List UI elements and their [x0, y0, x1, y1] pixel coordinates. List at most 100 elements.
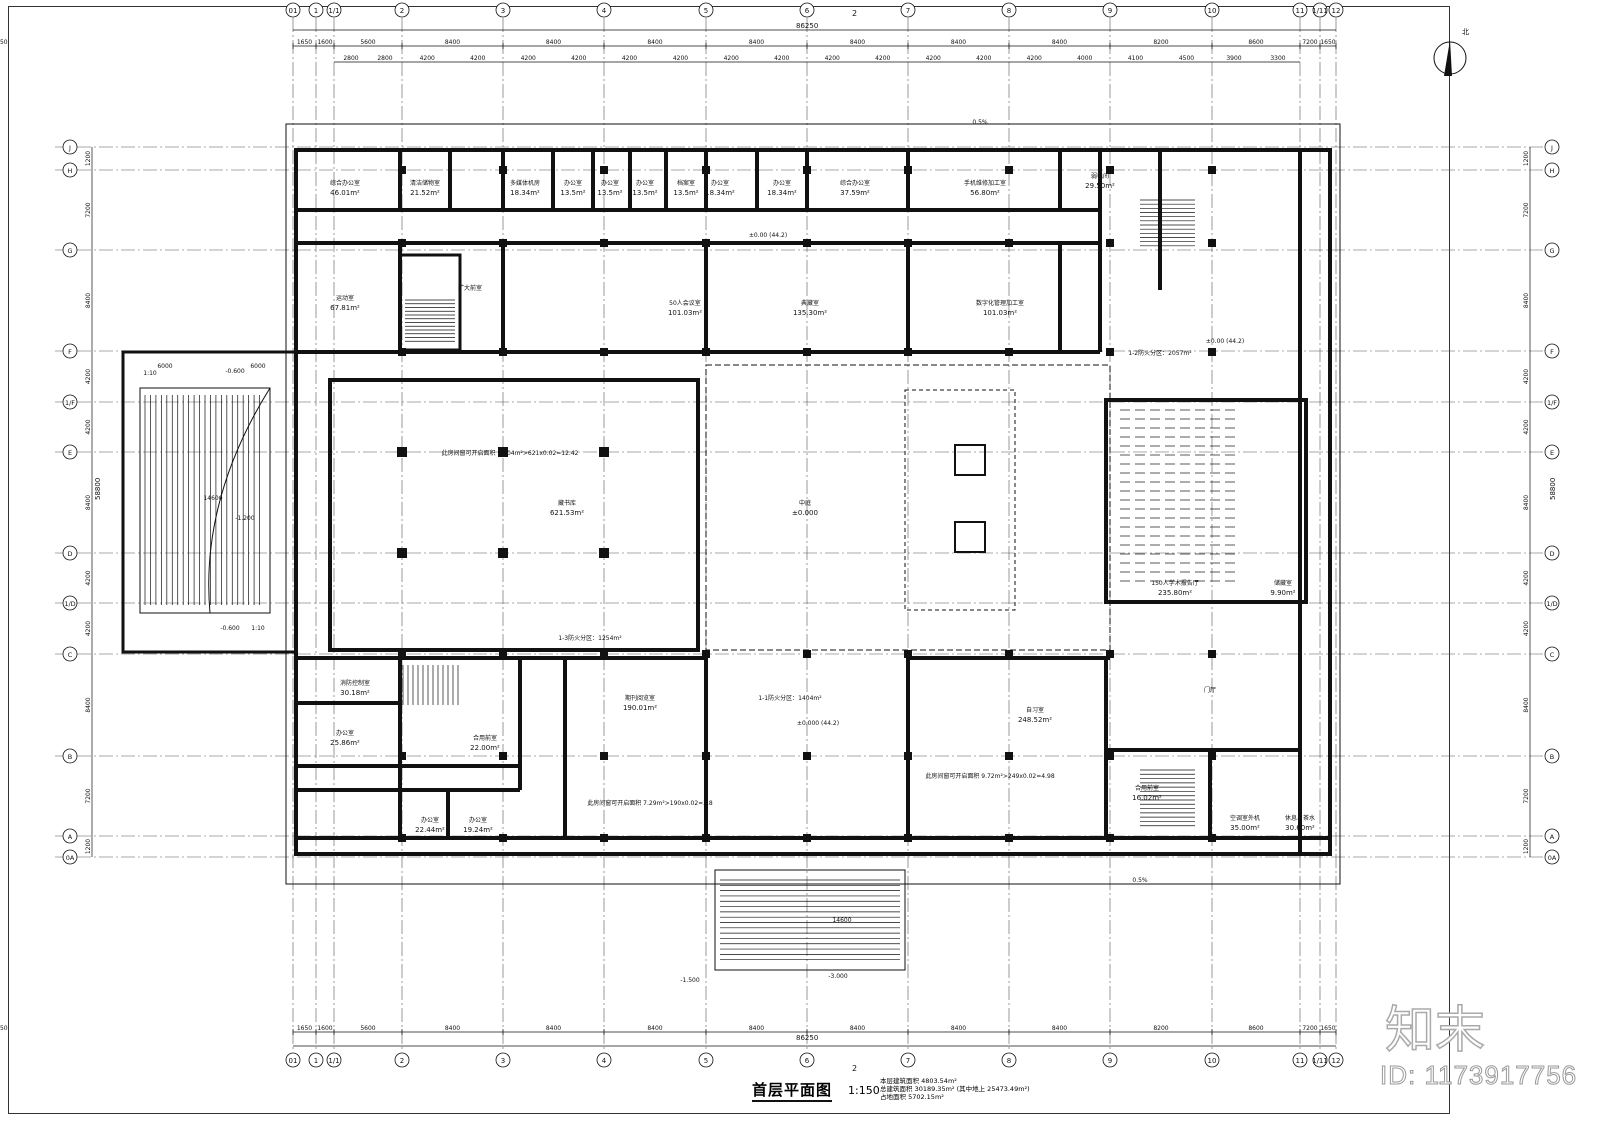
room-area: 35.00m²: [1230, 824, 1260, 832]
north-arrow: 北: [1433, 28, 1469, 76]
annotation: 6000: [250, 363, 265, 370]
stat-floor-area: 本层建筑面积 4803.54m²: [880, 1077, 957, 1085]
room-name: 储藏室: [1274, 579, 1292, 587]
room-area: 101.03m²: [668, 309, 702, 317]
annotation: -3.000: [828, 973, 848, 980]
room-area: 30.60m²: [1285, 824, 1315, 832]
watermark-id: ID: 1173917756: [1379, 1060, 1578, 1091]
axis-bubble: [1328, 1052, 1344, 1068]
axis-bubble: [62, 849, 78, 865]
axis-bubble: [308, 1052, 324, 1068]
room-name: 办公室: [469, 816, 487, 824]
dimension-value: 8400: [1523, 697, 1530, 712]
dimension-value: 1350: [0, 1025, 8, 1032]
north-label: 北: [1462, 28, 1469, 36]
dimension-value: 8400: [749, 1025, 764, 1032]
annotation: 0.5%: [1132, 877, 1148, 884]
axis-bubble: [285, 2, 301, 18]
axis-label: 2: [400, 7, 404, 15]
dimension-value: 8400: [85, 495, 92, 510]
room-name: 消防控制室: [340, 679, 370, 687]
dimension-value: 1200: [1523, 839, 1530, 854]
structural-column: [600, 348, 608, 356]
axis-label: 1: [314, 1057, 318, 1065]
axis-label: 10: [1208, 1057, 1217, 1065]
room-name: 合用前室: [473, 734, 497, 742]
axis-label: 01: [289, 7, 298, 15]
axis-label: 0A: [1548, 854, 1557, 862]
axis-label: F: [1550, 348, 1554, 356]
axis-bubble: [62, 748, 78, 764]
axis-bubble: [1102, 2, 1118, 18]
dimension-value: 4500: [1179, 55, 1194, 62]
structural-column: [1106, 239, 1114, 247]
structural-column: [600, 166, 608, 174]
axis-bubble: [62, 394, 78, 410]
room-name: 50人会议室: [669, 299, 701, 307]
dimension-value: 4200: [1523, 369, 1530, 384]
axis-label: 6: [805, 1057, 810, 1065]
structural-column: [1005, 650, 1013, 658]
dimension-value: 4200: [926, 55, 941, 62]
axis-label: 4: [602, 7, 607, 15]
axis-bubble: [900, 1052, 916, 1068]
room-area: 235.80m²: [1158, 589, 1192, 597]
structural-column: [499, 348, 507, 356]
axis-label: 1/D: [64, 600, 75, 608]
axis-label: 6: [805, 7, 810, 15]
axis-bubble: [1544, 595, 1560, 611]
structural-column: [398, 166, 406, 174]
total-depth-right: 58800: [1549, 478, 1557, 500]
axis-label: 1/F: [1547, 399, 1557, 407]
room-name: 弱电间: [1091, 172, 1109, 180]
structural-column: [1005, 834, 1013, 842]
axis-label: B: [68, 753, 72, 761]
structural-column: [498, 447, 508, 457]
room-name: 自习室: [1026, 706, 1044, 714]
dimension-value: 8600: [1248, 1025, 1263, 1032]
axis-bubble: [1544, 139, 1560, 155]
room-name: 办公室: [421, 816, 439, 824]
axis-bubble: [1328, 2, 1344, 18]
axis-bubble: [62, 162, 78, 178]
axis-bubble: [62, 242, 78, 258]
room-area: 19.24m²: [463, 826, 493, 834]
axis-bubble: [62, 595, 78, 611]
axis-bubble: [1544, 828, 1560, 844]
dimension-value: 8400: [546, 1025, 561, 1032]
room-name: 办公室: [564, 179, 582, 187]
axis-label: B: [1550, 753, 1554, 761]
dimension-value: 4200: [724, 55, 739, 62]
room-name: 办公室: [711, 179, 729, 187]
section-mark-bottom: 2: [852, 1064, 857, 1073]
axis-bubble: [900, 2, 916, 18]
dimension-value: 7200: [85, 202, 92, 217]
structural-column: [702, 834, 710, 842]
axis-label: J: [1550, 144, 1553, 152]
dimension-value: 8400: [850, 1025, 865, 1032]
axis-label: H: [1550, 167, 1555, 175]
axis-label: 1/1: [328, 1057, 339, 1065]
dimension-value: 8400: [647, 1025, 662, 1032]
axis-bubble: [698, 2, 714, 18]
structural-column: [702, 348, 710, 356]
dimension-value: 4200: [774, 55, 789, 62]
watermark-logo: 知末: [1384, 1000, 1486, 1060]
room-name: 办公室: [601, 179, 619, 187]
dimension-value: 8400: [951, 1025, 966, 1032]
room-area: 13.5m²: [597, 189, 622, 197]
axis-label: 12: [1332, 1057, 1341, 1065]
axis-bubble: [799, 2, 815, 18]
structural-column: [803, 239, 811, 247]
axis-bubble: [799, 1052, 815, 1068]
dimension-value: 8400: [951, 39, 966, 46]
structural-column: [904, 752, 912, 760]
dimension-value: 4200: [1027, 55, 1042, 62]
dimension-value: 4200: [976, 55, 991, 62]
room-area: 56.80m²: [970, 189, 1000, 197]
dimension-value: 8600: [1248, 39, 1263, 46]
axis-label: 2: [400, 1057, 404, 1065]
axis-label: 1: [314, 7, 318, 15]
room-name: 办公室: [773, 179, 791, 187]
dimension-value: 4200: [85, 621, 92, 636]
